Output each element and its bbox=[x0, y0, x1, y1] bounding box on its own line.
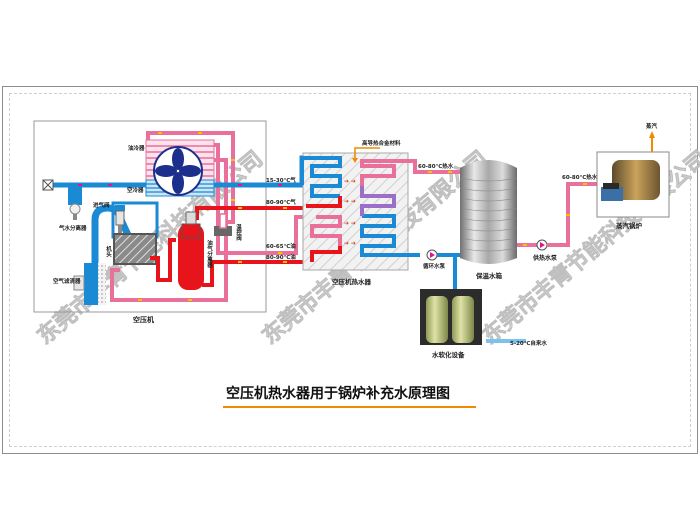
intake-valve bbox=[115, 205, 125, 233]
air-filter bbox=[73, 263, 106, 305]
air-coil bbox=[300, 156, 342, 208]
circulation-pump-icon bbox=[426, 249, 438, 261]
flow-marker bbox=[158, 132, 162, 134]
air-80-90-label: 80-90℃气 bbox=[266, 198, 296, 206]
air-filter-label: 空气滤清器 bbox=[53, 277, 81, 285]
svg-text:➔ ➔: ➔ ➔ bbox=[344, 178, 356, 185]
air-cooler-label: 空冷器 bbox=[127, 186, 144, 194]
oil-80-90-label: 80-90℃油 bbox=[266, 253, 296, 261]
compressor-name: 空压机 bbox=[133, 315, 154, 324]
flow-marker bbox=[238, 207, 242, 209]
flow-marker bbox=[523, 244, 527, 246]
steam-boiler bbox=[601, 160, 660, 201]
compressor-labels: 油冷器 空冷器 气水分离器 进气阀 机头 空气滤清器 油气分离器 温控阀 空压机 bbox=[53, 144, 242, 324]
flow-marker bbox=[231, 199, 235, 201]
supply-pump-label: 供热水泵 bbox=[532, 254, 558, 262]
material-callout-line bbox=[354, 147, 380, 159]
heat-exchanger-name: 空压机热水器 bbox=[332, 277, 372, 286]
oil-gas-separator-label: 油气分离器 bbox=[206, 239, 214, 269]
material-callout-arrow bbox=[352, 158, 358, 163]
flow-marker bbox=[278, 184, 282, 186]
machine-head bbox=[113, 233, 157, 265]
softener-name: 水软化设备 bbox=[432, 350, 465, 359]
flow-marker bbox=[278, 252, 282, 254]
flow-marker bbox=[238, 184, 242, 186]
boiler-name: 蒸汽锅炉 bbox=[616, 221, 643, 230]
heat-transfer-arrows: ➔ ➔ ➔ ➔ ➔ ➔ ➔ ➔ bbox=[344, 178, 356, 247]
water-softener bbox=[426, 296, 474, 343]
machine-head-label: 机头 bbox=[105, 245, 113, 259]
flow-marker bbox=[78, 184, 82, 186]
thermostatic-valve-label: 温控阀 bbox=[235, 223, 242, 242]
compressor-box bbox=[33, 120, 267, 313]
flow-marker bbox=[428, 171, 432, 173]
supply-pump-icon bbox=[536, 239, 548, 251]
oil-coil bbox=[310, 215, 342, 262]
flow-marker bbox=[283, 261, 287, 263]
material-label: 高导热合金材料 bbox=[362, 139, 401, 147]
flow-marker bbox=[198, 132, 202, 134]
tap-water-label: 5-20℃自来水 bbox=[510, 339, 547, 347]
flow-marker bbox=[231, 159, 235, 161]
flow-marker bbox=[238, 261, 242, 263]
flow-marker bbox=[108, 184, 112, 186]
svg-text:➔ ➔: ➔ ➔ bbox=[344, 198, 356, 205]
svg-text:➔ ➔: ➔ ➔ bbox=[344, 220, 356, 227]
supply-hot-water-label: 60-80℃热水 bbox=[562, 173, 598, 181]
steam-label: 蒸汽 bbox=[645, 122, 658, 130]
cooling-fan-icon bbox=[153, 146, 203, 196]
oil-cooler-label: 油冷器 bbox=[128, 144, 145, 152]
tank-name: 保温水箱 bbox=[475, 271, 503, 280]
flow-marker bbox=[448, 171, 452, 173]
water-separator-label: 气水分离器 bbox=[58, 224, 87, 232]
flow-marker bbox=[188, 299, 192, 301]
water-separator bbox=[68, 183, 82, 220]
circulation-pump-label: 循环水泵 bbox=[423, 262, 446, 270]
air-outlet-valve-icon bbox=[42, 179, 54, 191]
water-coil bbox=[360, 159, 460, 257]
oil-gas-separator bbox=[178, 211, 204, 290]
svg-text:➔ ➔: ➔ ➔ bbox=[344, 240, 356, 247]
flow-marker bbox=[583, 183, 587, 185]
intake-valve-label: 进气阀 bbox=[93, 201, 110, 209]
air-15-30-label: 15-30℃气 bbox=[266, 176, 296, 184]
steam-arrow-icon bbox=[649, 131, 655, 138]
diagram-frame-inner bbox=[9, 93, 691, 447]
thermostatic-valve bbox=[214, 213, 232, 236]
flow-markers bbox=[78, 132, 587, 301]
insulated-tank bbox=[459, 160, 518, 264]
hot-water-out-label: 60-80℃热水 bbox=[418, 162, 454, 170]
flow-marker bbox=[138, 299, 142, 301]
diagram-title: 空压机热水器用于锅炉补充水原理图 bbox=[226, 385, 450, 402]
flow-marker bbox=[283, 207, 287, 209]
pipe-labels: 15-30℃气 80-90℃气 60-65℃油 80-90℃油 bbox=[266, 176, 296, 261]
flow-marker bbox=[566, 214, 570, 216]
oil-60-65-label: 60-65℃油 bbox=[266, 242, 296, 250]
